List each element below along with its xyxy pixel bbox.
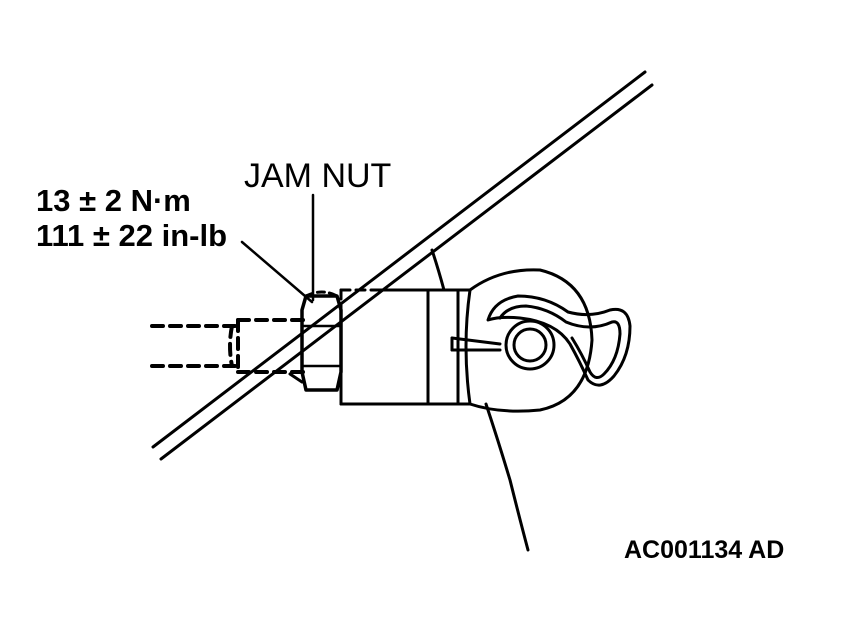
jam-nut-label: JAM NUT — [244, 157, 392, 195]
rod-end-body — [339, 288, 472, 406]
clevis-disc — [450, 268, 594, 413]
torque-spec-nm: 13 ± 2 N·m — [36, 183, 191, 218]
jam-nut — [288, 290, 343, 392]
torque-spec-inlb: 111 ± 22 in-lb — [36, 218, 228, 253]
figure-code: AC001134 AD — [624, 536, 785, 564]
lever-arm — [430, 248, 530, 552]
leader-lines — [240, 193, 315, 304]
spring-clip — [486, 294, 632, 387]
diagonal-cable — [151, 70, 654, 461]
hidden-rod-end — [339, 288, 382, 320]
dashed-threaded-rod — [150, 318, 306, 374]
clevis-pin — [504, 319, 556, 371]
